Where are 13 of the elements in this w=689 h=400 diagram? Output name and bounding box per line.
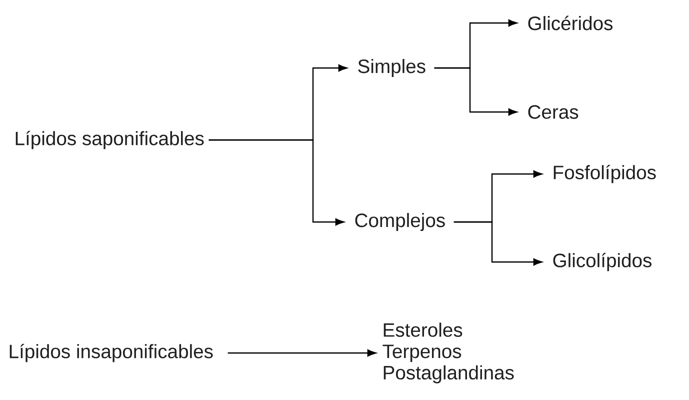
arrow — [454, 221, 542, 266]
text-label: Esteroles Terpenos Postaglandinas — [382, 322, 514, 384]
arrow — [434, 67, 518, 116]
text-label: Complejos — [355, 213, 445, 232]
text-label: Simples — [358, 59, 426, 78]
text-label: Glicéridos — [528, 16, 613, 30]
text-label: Fosfolípidos — [554, 164, 656, 184]
text-label: Glicolípidos — [553, 252, 652, 272]
arrow — [208, 139, 344, 226]
arrow — [228, 349, 376, 357]
text-label: Lípidos insaponificables — [10, 344, 213, 362]
text-label: Lípidos saponificables — [16, 130, 204, 150]
text-label: Ceras — [528, 105, 578, 119]
